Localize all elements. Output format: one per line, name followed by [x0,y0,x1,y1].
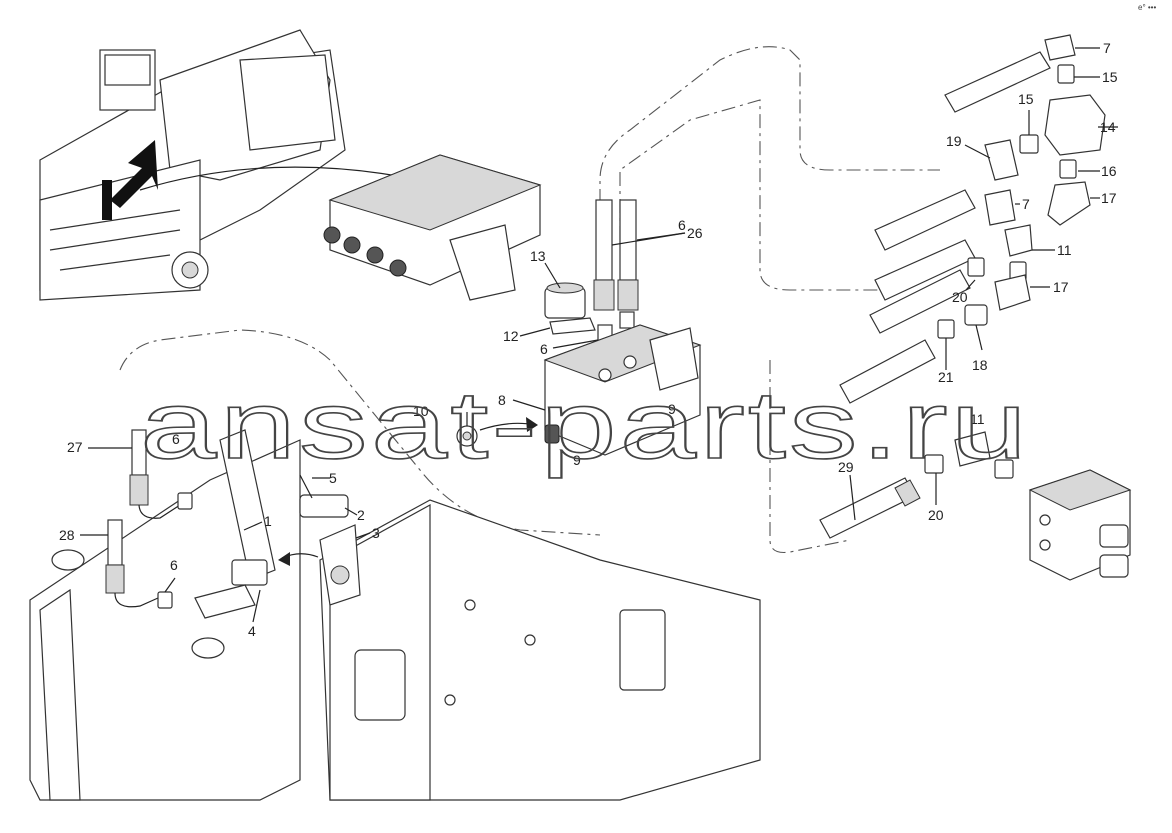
callout-label: 3 [372,525,380,541]
callout-label: 6 [170,557,178,573]
corner-mark: e° ••• [1138,3,1156,12]
callout-label: 11 [970,411,985,427]
leader-lines [80,47,1118,623]
hydraulic-cylinder [194,429,361,619]
callout-label: 12 [503,328,519,344]
callout-label: 15 [1018,91,1034,107]
right-hose-assemblies [819,51,1051,539]
watermark-text: ansat-parts.ru [140,372,1030,479]
callout-label: 8 [498,392,506,408]
right-fittings [924,34,1106,479]
fitting-with-arrow [456,417,538,447]
callout-label: 10 [413,403,429,419]
callout-label: 28 [59,527,75,543]
callout-label: 6 [678,217,686,233]
callout-label: 11 [1057,242,1072,258]
callout-label: 17 [1101,190,1117,206]
callout-label: 26 [687,225,703,241]
callout-label: 9 [668,401,676,417]
dashed-outlines [119,46,940,554]
black-pointer-arrow-icon [102,140,158,220]
callout-label: 7 [1103,40,1111,56]
machine-overview [39,29,346,301]
callout-label: 17 [1053,279,1069,295]
callout-label: 20 [928,507,944,523]
callout-labels: 7 15 15 14 19 16 17 7 11 17 20 18 21 11 … [59,40,1118,639]
manifold-block [543,324,702,456]
lower-frame [29,439,761,801]
callout-label: 16 [1101,163,1117,179]
callout-label: 6 [172,431,180,447]
callout-label: 15 [1102,69,1118,85]
callout-label: 1 [264,513,272,529]
valve-block-bank [323,154,542,301]
callout-label: 14 [1100,119,1116,135]
solenoid-valve [1028,469,1132,581]
callout-label: 5 [329,470,337,486]
left-hoses [105,429,193,609]
callout-label: 4 [248,623,256,639]
callout-label: 29 [838,459,854,475]
callout-label: 2 [357,507,365,523]
vertical-hoses [593,199,639,342]
callout-label: 18 [972,357,988,373]
callout-label: 6 [540,341,548,357]
callout-label: 20 [952,289,968,305]
callout-label: 13 [530,248,546,264]
callout-label: 7 [1022,196,1030,212]
callout-label: 19 [946,133,962,149]
solenoid-coil [544,282,596,335]
callout-label: 27 [67,439,83,455]
callout-label: 9 [573,452,581,468]
callout-label: 21 [938,369,954,385]
